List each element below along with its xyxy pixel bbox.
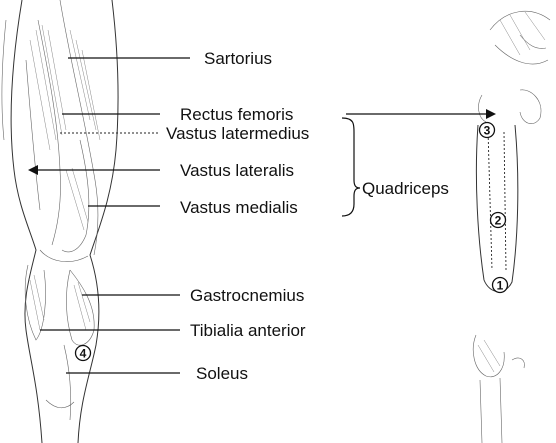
tibia-sketch [473, 335, 504, 443]
marker-1: 1 [493, 278, 508, 293]
ankle-contour [46, 400, 74, 408]
marker-4: 4 [76, 346, 91, 361]
rectus-femoris-arrowhead [486, 109, 496, 119]
marker-3: 3 [480, 123, 495, 138]
rectus-contour [38, 20, 61, 245]
pelvis-sketch [490, 11, 550, 64]
fibula-sketch [512, 358, 524, 368]
marker-4-text: 4 [80, 347, 87, 361]
label-soleus: Soleus [196, 364, 248, 383]
medialis-contour [62, 140, 89, 252]
label-tibialis-anterior: Tibialia anterior [190, 321, 306, 340]
knee-contour [40, 250, 88, 262]
marker-3-text: 3 [484, 124, 491, 138]
leg-outline-back [2, 20, 6, 140]
label-quadriceps: Quadriceps [362, 179, 449, 198]
marker-2: 2 [491, 213, 506, 228]
labels: Sartorius Rectus femoris Vastus latermed… [166, 49, 449, 383]
leg-illustration [2, 0, 118, 443]
label-gastrocnemius: Gastrocnemius [190, 286, 304, 305]
femur-shaft-outline [476, 125, 517, 292]
label-sartorius: Sartorius [204, 49, 272, 68]
skeleton-sketch [473, 11, 550, 443]
quadriceps-bracket [342, 118, 360, 216]
label-vastus-lateralis: Vastus lateralis [180, 161, 294, 180]
gastrocnemius-contour [25, 265, 45, 340]
femur-head-sketch [479, 90, 541, 124]
label-vastus-medialis: Vastus medialis [180, 198, 298, 217]
soleus-contour [64, 345, 71, 420]
femur-shaft-inner [488, 130, 506, 270]
label-rectus-femoris: Rectus femoris [180, 105, 293, 124]
label-vastus-intermedius: Vastus latermedius [166, 124, 309, 143]
marker-1-text: 1 [497, 279, 504, 293]
vastus-lateralis-arrowhead [28, 165, 38, 175]
marker-2-text: 2 [495, 214, 502, 228]
